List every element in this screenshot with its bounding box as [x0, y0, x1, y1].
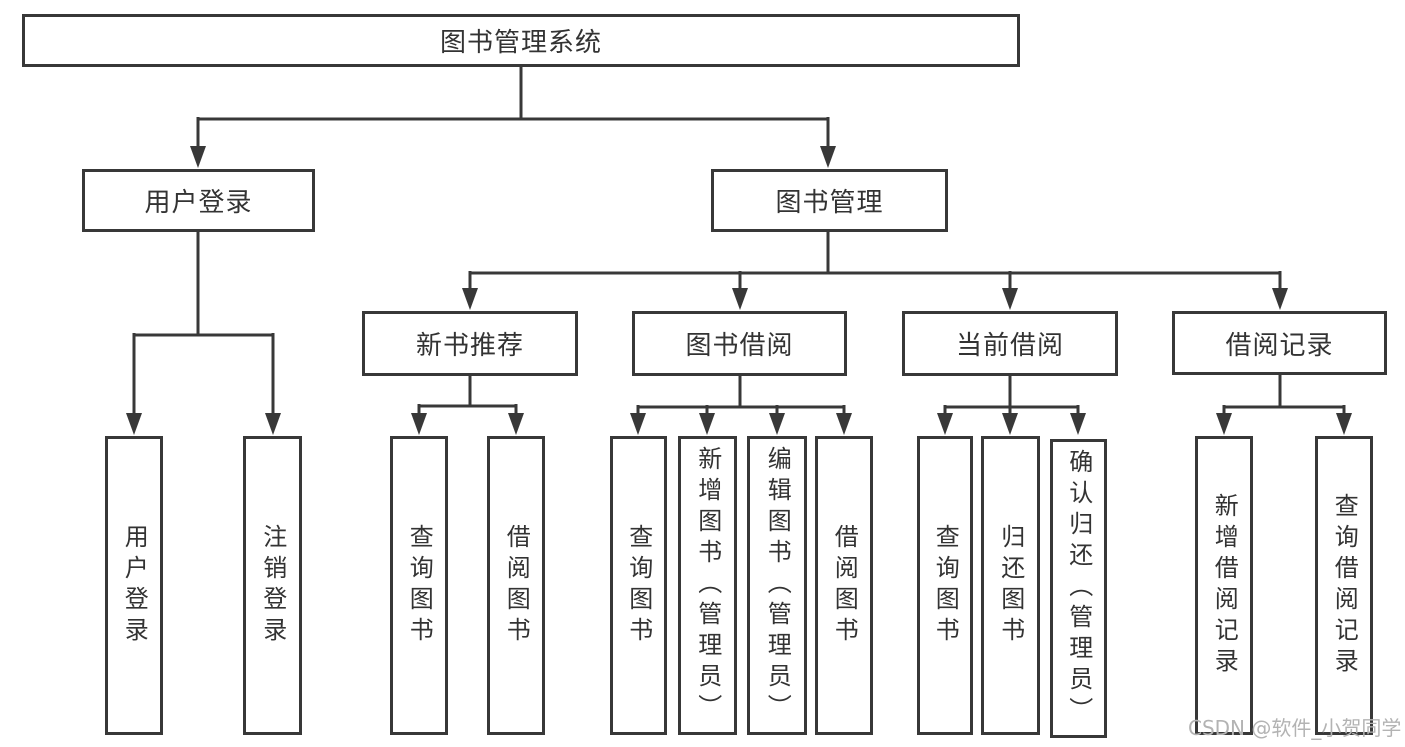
- leaf-add-books-admin: 新增图书（管理员）: [678, 436, 737, 735]
- node-label: 借阅记录: [1225, 330, 1334, 361]
- csdn-watermark: CSDN @软件_小贺同学: [1188, 716, 1402, 740]
- node-label: 查询图书: [624, 523, 653, 648]
- arrowheads: [126, 146, 1352, 435]
- connector-new-book-branch: [417, 375, 518, 418]
- node-new-book-recommend: 新书推荐: [362, 311, 578, 376]
- connector-book-management-to-level3: [468, 231, 1282, 293]
- node-label: 新增借阅记录: [1210, 492, 1239, 679]
- node-label: 借阅图书: [830, 523, 859, 648]
- node-label: 归还图书: [996, 523, 1025, 648]
- connector-borrow-records-branch: [1222, 374, 1346, 418]
- leaf-edit-books-admin: 编辑图书（管理员）: [747, 436, 807, 735]
- node-user-login: 用户登录: [82, 169, 315, 232]
- node-label: 新书推荐: [415, 331, 524, 361]
- leaf-borrow-books: 借阅图书: [815, 436, 873, 735]
- node-book-borrow: 图书借阅: [632, 311, 847, 376]
- leaf-return-books: 归还图书: [981, 436, 1040, 735]
- node-label: 新增图书（管理员）: [693, 446, 722, 725]
- node-borrow-records: 借阅记录: [1172, 311, 1387, 375]
- connector-root-to-level2: [196, 66, 830, 150]
- node-current-borrow: 当前借阅: [902, 311, 1118, 376]
- node-label: 编辑图书（管理员）: [763, 446, 792, 725]
- node-book-management: 图书管理: [711, 169, 948, 232]
- leaf-confirm-return-admin: 确认归还（管理员）: [1050, 439, 1107, 738]
- node-label: 确认归还（管理员）: [1064, 449, 1093, 728]
- leaf-query-books-recommend: 查询图书: [390, 436, 448, 735]
- node-label: 查询图书: [405, 523, 434, 648]
- node-label: 图书借阅: [685, 331, 794, 361]
- node-label: 用户登录: [144, 188, 253, 218]
- leaf-logout: 注销登录: [243, 436, 302, 735]
- node-label: 当前借阅: [955, 331, 1064, 361]
- leaf-add-borrow-record: 新增借阅记录: [1195, 436, 1253, 735]
- node-root: 图书管理系统: [22, 14, 1020, 67]
- leaf-query-borrow-record: 查询借阅记录: [1315, 436, 1373, 735]
- connector-user-login-branch: [132, 231, 275, 418]
- leaf-borrow-books-recommend: 借阅图书: [487, 436, 545, 735]
- connector-current-borrow-branch: [943, 375, 1080, 418]
- node-label: 借阅图书: [502, 523, 531, 648]
- leaf-query-books-current: 查询图书: [917, 436, 973, 735]
- node-label: 图书管理: [775, 188, 884, 218]
- leaf-query-books-borrow: 查询图书: [610, 436, 667, 735]
- node-label: 用户登录: [120, 523, 149, 648]
- leaf-user-login: 用户登录: [105, 436, 163, 735]
- node-label: 查询图书: [931, 523, 960, 648]
- connector-book-borrow-branch: [636, 375, 846, 418]
- node-label: 图书管理系统: [439, 28, 602, 58]
- node-label: 注销登录: [258, 523, 287, 648]
- node-label: 查询借阅记录: [1330, 492, 1359, 679]
